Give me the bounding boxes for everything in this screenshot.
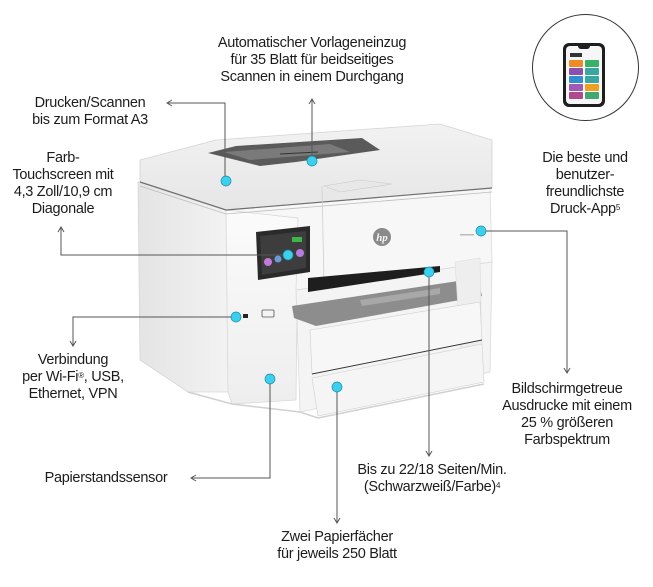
callout-text: freundlichste bbox=[545, 184, 625, 200]
callout-text: Farbspektrum bbox=[524, 432, 610, 448]
hotspot-paper-sensor[interactable] bbox=[264, 373, 276, 385]
callout-touchscreen: Farb- Touchscreen mit 4,3 Zoll/10,9 cm D… bbox=[0, 150, 126, 218]
callout-text: Touchscreen mit bbox=[12, 167, 114, 183]
paper-tray-2 bbox=[311, 343, 485, 417]
callout-text: (Schwarzweiß/Farbe) bbox=[363, 479, 496, 495]
callout-text: Diagonale bbox=[31, 201, 95, 217]
leader-lines bbox=[57, 98, 571, 524]
callout-text: Ethernet, VPN bbox=[28, 386, 118, 402]
hotspot-speed[interactable] bbox=[423, 266, 435, 278]
smartphone-icon bbox=[563, 43, 605, 107]
hp-logo-icon: hp bbox=[373, 228, 391, 246]
callout-color: Bildschirmgetreue Ausdrucke mit einem 25… bbox=[478, 381, 653, 449]
callout-text: Automatischer Vorlageneinzug bbox=[217, 35, 407, 51]
callout-text: Ausdrucke mit einem bbox=[502, 398, 632, 414]
callout-text: für 35 Blatt für beidseitiges bbox=[230, 52, 394, 68]
screen-app-icon bbox=[264, 258, 272, 266]
registered-mark: ® bbox=[78, 371, 84, 380]
hotspot-touchscreen[interactable] bbox=[282, 249, 294, 261]
callout-text: für jeweils 250 Blatt bbox=[277, 546, 397, 562]
callout-text: , USB, bbox=[83, 369, 124, 385]
callout-text: Die beste und bbox=[542, 150, 628, 166]
hotspots bbox=[220, 155, 487, 393]
output-slot bbox=[308, 266, 440, 292]
callout-text: Zwei Papierfächer bbox=[281, 529, 393, 545]
callout-text: 4,3 Zoll/10,9 cm bbox=[13, 184, 113, 200]
callout-text: Bildschirmgetreue bbox=[511, 381, 623, 397]
callout-speed: Bis zu 22/18 Seiten/Min. (Schwarzweiß/Fa… bbox=[344, 462, 520, 496]
app-illustration bbox=[532, 14, 639, 121]
screen-app-icon bbox=[296, 249, 304, 257]
callout-app: Die beste und benutzer- freundlichste Dr… bbox=[518, 150, 652, 218]
callout-text: Verbindung bbox=[37, 352, 109, 368]
callout-text: Bis zu 22/18 Seiten/Min. bbox=[357, 462, 507, 478]
footnote-marker: 5 bbox=[615, 203, 620, 212]
callout-text: bis zum Format A3 bbox=[32, 112, 148, 128]
svg-text:hp: hp bbox=[376, 232, 388, 244]
callout-connectivity: Verbindung per Wi-Fi®, USB, Ethernet, VP… bbox=[10, 352, 136, 403]
callout-text: Drucken/Scannen bbox=[34, 95, 146, 111]
callout-text: Papierstandssensor bbox=[44, 470, 168, 486]
footnote-marker: 4 bbox=[495, 481, 501, 490]
callout-a3: Drucken/Scannen bis zum Format A3 bbox=[20, 95, 160, 129]
power-button[interactable] bbox=[261, 309, 275, 318]
hotspot-adf[interactable] bbox=[306, 155, 318, 167]
usb-port bbox=[243, 314, 248, 318]
hotspot-trays[interactable] bbox=[331, 381, 343, 393]
hotspot-color[interactable] bbox=[475, 225, 487, 237]
screen-ok-button bbox=[292, 237, 302, 242]
callout-text: Farb- bbox=[46, 150, 80, 166]
callout-text: Scannen in einem Durchgang bbox=[220, 69, 404, 85]
screen-app-icon bbox=[274, 255, 282, 263]
callout-text: Druck-App bbox=[550, 201, 616, 217]
printer-side-panel bbox=[137, 181, 233, 393]
callout-text: 25 % größeren bbox=[520, 415, 613, 431]
app-tiles bbox=[569, 60, 599, 99]
callout-adf: Automatischer Vorlageneinzug für 35 Blat… bbox=[196, 35, 428, 86]
callout-text: per Wi-Fi bbox=[22, 369, 79, 385]
hotspot-connectivity[interactable] bbox=[230, 311, 242, 323]
hotspot-a3[interactable] bbox=[220, 175, 232, 187]
callout-text: benutzer- bbox=[555, 167, 615, 183]
callout-paper-sensor: Papierstandssensor bbox=[26, 470, 186, 487]
callout-trays: Zwei Papierfächer für jeweils 250 Blatt bbox=[256, 529, 418, 563]
